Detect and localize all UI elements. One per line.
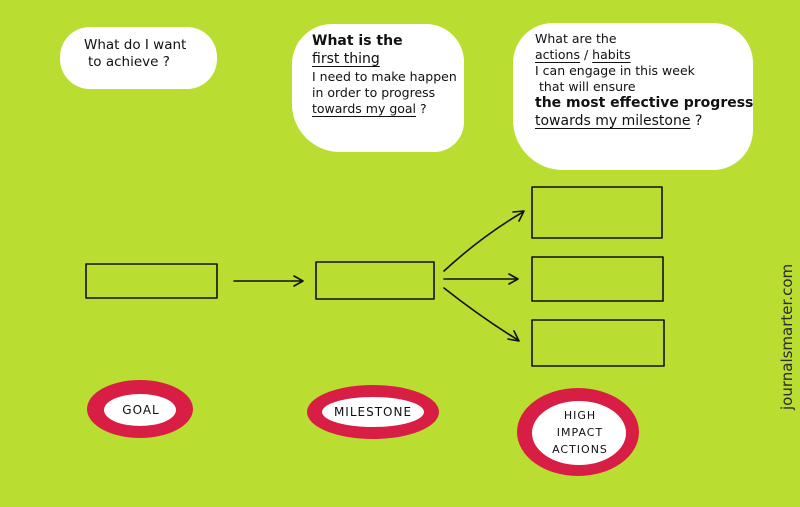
milestone-question-line: in order to progress (312, 84, 436, 100)
goal-question-line: to achieve ? (88, 54, 170, 71)
goal-box (85, 263, 218, 299)
actions-label-line: HIGH (563, 409, 597, 422)
action-box-1 (531, 186, 663, 239)
actions-question-line: I can engage in this week (535, 63, 695, 78)
milestone-question-line: What is the (312, 33, 403, 49)
actions-badge-inner (532, 401, 626, 465)
actions-label: HIGH IMPACT ACTIONS (538, 407, 622, 458)
arrow-to-action-1 (443, 210, 525, 272)
goal-question-bubble: What do I want to achieve ? (60, 27, 217, 89)
slash: / (580, 47, 593, 62)
arrow-to-action-3 (443, 287, 520, 342)
arrow-goal-to-milestone (233, 275, 304, 287)
milestone-question-line: first thing (312, 50, 380, 67)
milestone-question-line: I need to make happen (312, 68, 457, 84)
actions-question-line: the most effective progress (535, 95, 754, 111)
actions-question-bubble: What are the actions / habits I can enga… (513, 23, 753, 170)
question-mark: ? (690, 112, 703, 129)
actions-label-line: ACTIONS (552, 443, 608, 456)
goal-badge-inner (104, 394, 176, 426)
actions-question-line: that will ensure (539, 79, 636, 94)
action-box-3 (531, 319, 665, 367)
action-box-2 (531, 256, 664, 302)
actions-question-line: towards my milestone (535, 112, 691, 129)
milestone-label: MILESTONE (333, 405, 413, 419)
actions-question-line: habits (592, 47, 631, 62)
milestone-question-line: towards my goal (312, 100, 417, 116)
actions-label-line: IMPACT (556, 426, 604, 439)
milestone-question-bubble: What is the first thing I need to make h… (292, 24, 464, 152)
actions-question-line: actions (535, 47, 580, 62)
milestone-badge-inner (322, 397, 424, 427)
badges (87, 380, 639, 476)
question-mark: ? (416, 100, 427, 116)
goal-label: GOAL (122, 403, 160, 417)
actions-question-line: What are the (535, 31, 617, 46)
milestone-box (315, 261, 435, 300)
site-credit: journalsmarter.com (778, 263, 796, 410)
arrow-to-action-2 (443, 273, 519, 285)
goal-question-line: What do I want (84, 37, 187, 53)
